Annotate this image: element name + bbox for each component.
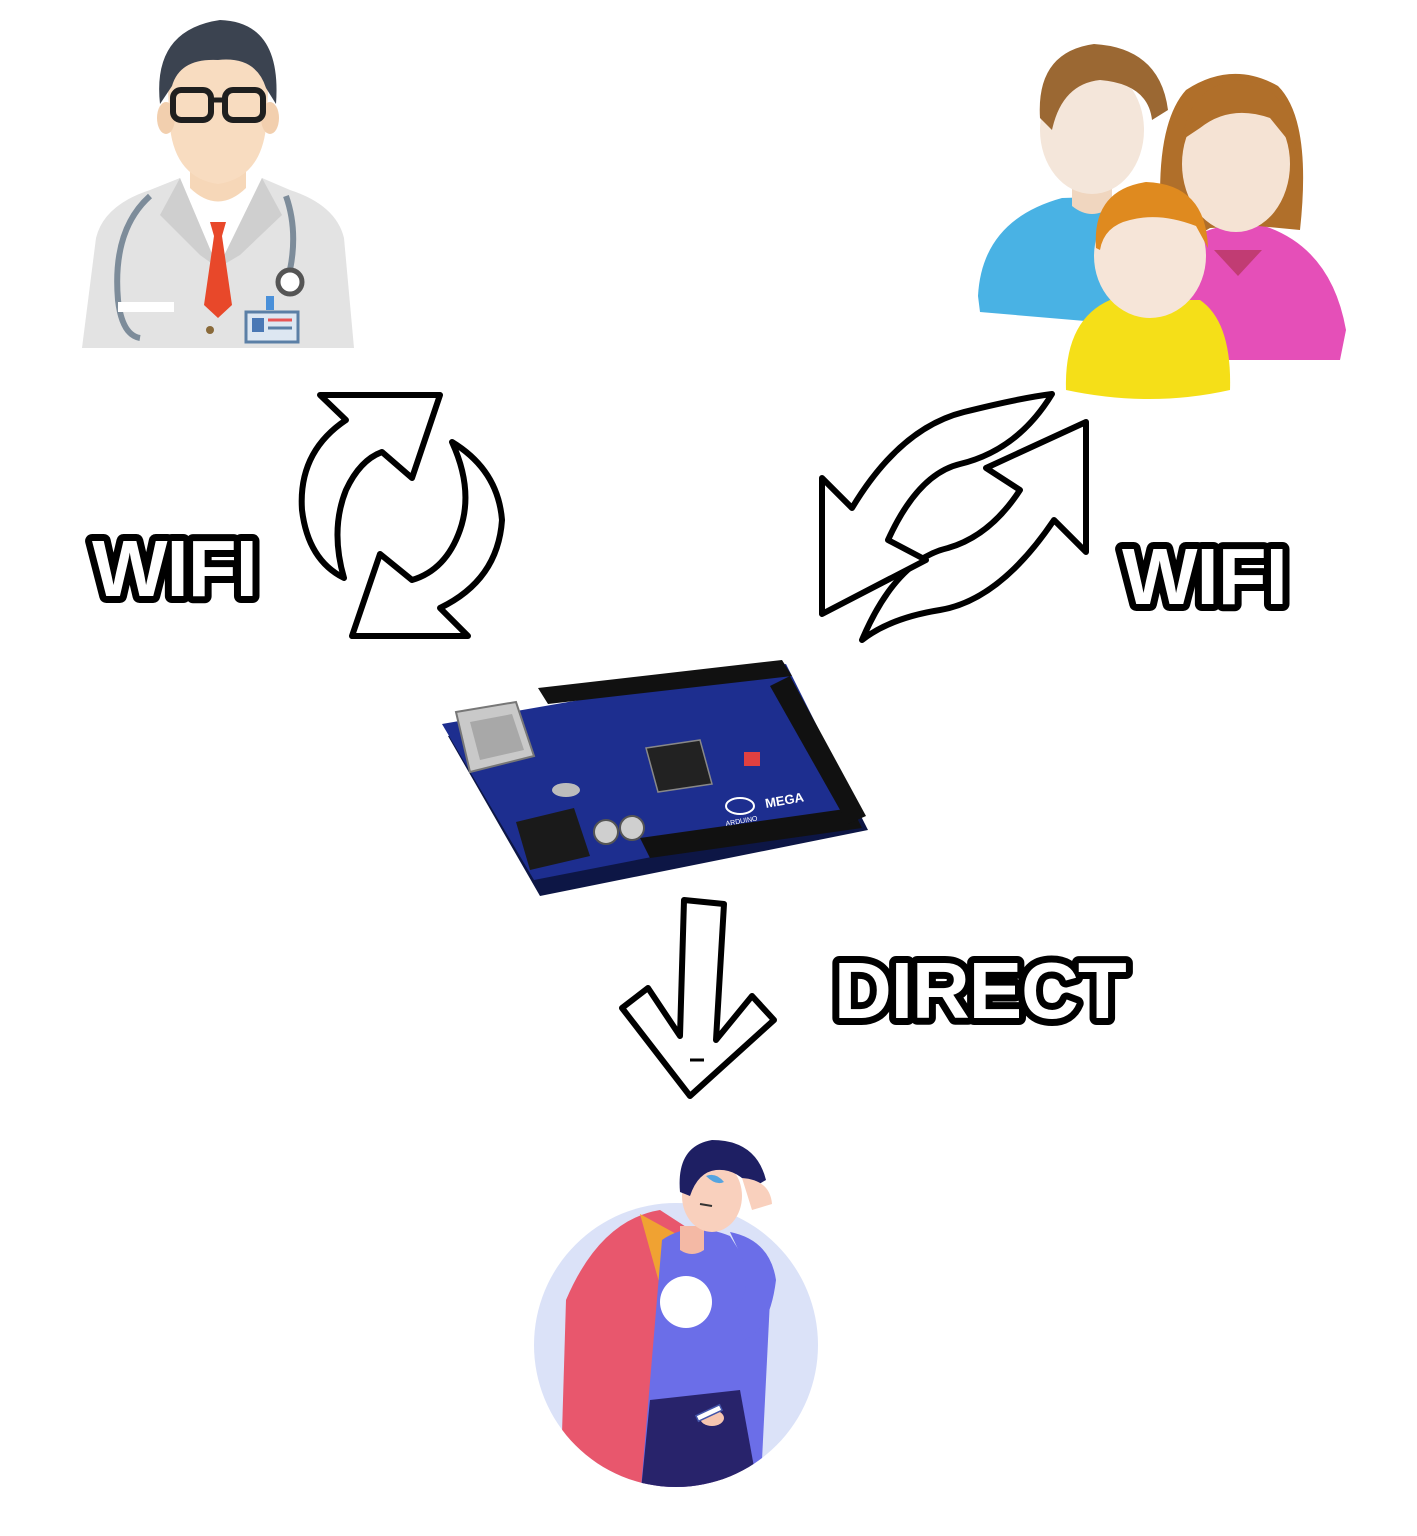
arduino-mega-board: MEGA ARDUINO [442,660,868,896]
doctor-icon [82,20,354,348]
down-arrow-icon [619,897,777,1099]
bottom-link-label: DIRECT [834,946,1127,1035]
board-logo-text: MEGA [764,789,806,811]
left-link-label: WIFI [92,524,257,613]
right-link-label: WIFI [1122,532,1287,621]
family-icon [978,44,1346,399]
sick-patient-icon [534,1140,818,1487]
bidirectional-arrow-icon [298,392,505,639]
bidirectional-arrow-icon [819,391,1089,643]
